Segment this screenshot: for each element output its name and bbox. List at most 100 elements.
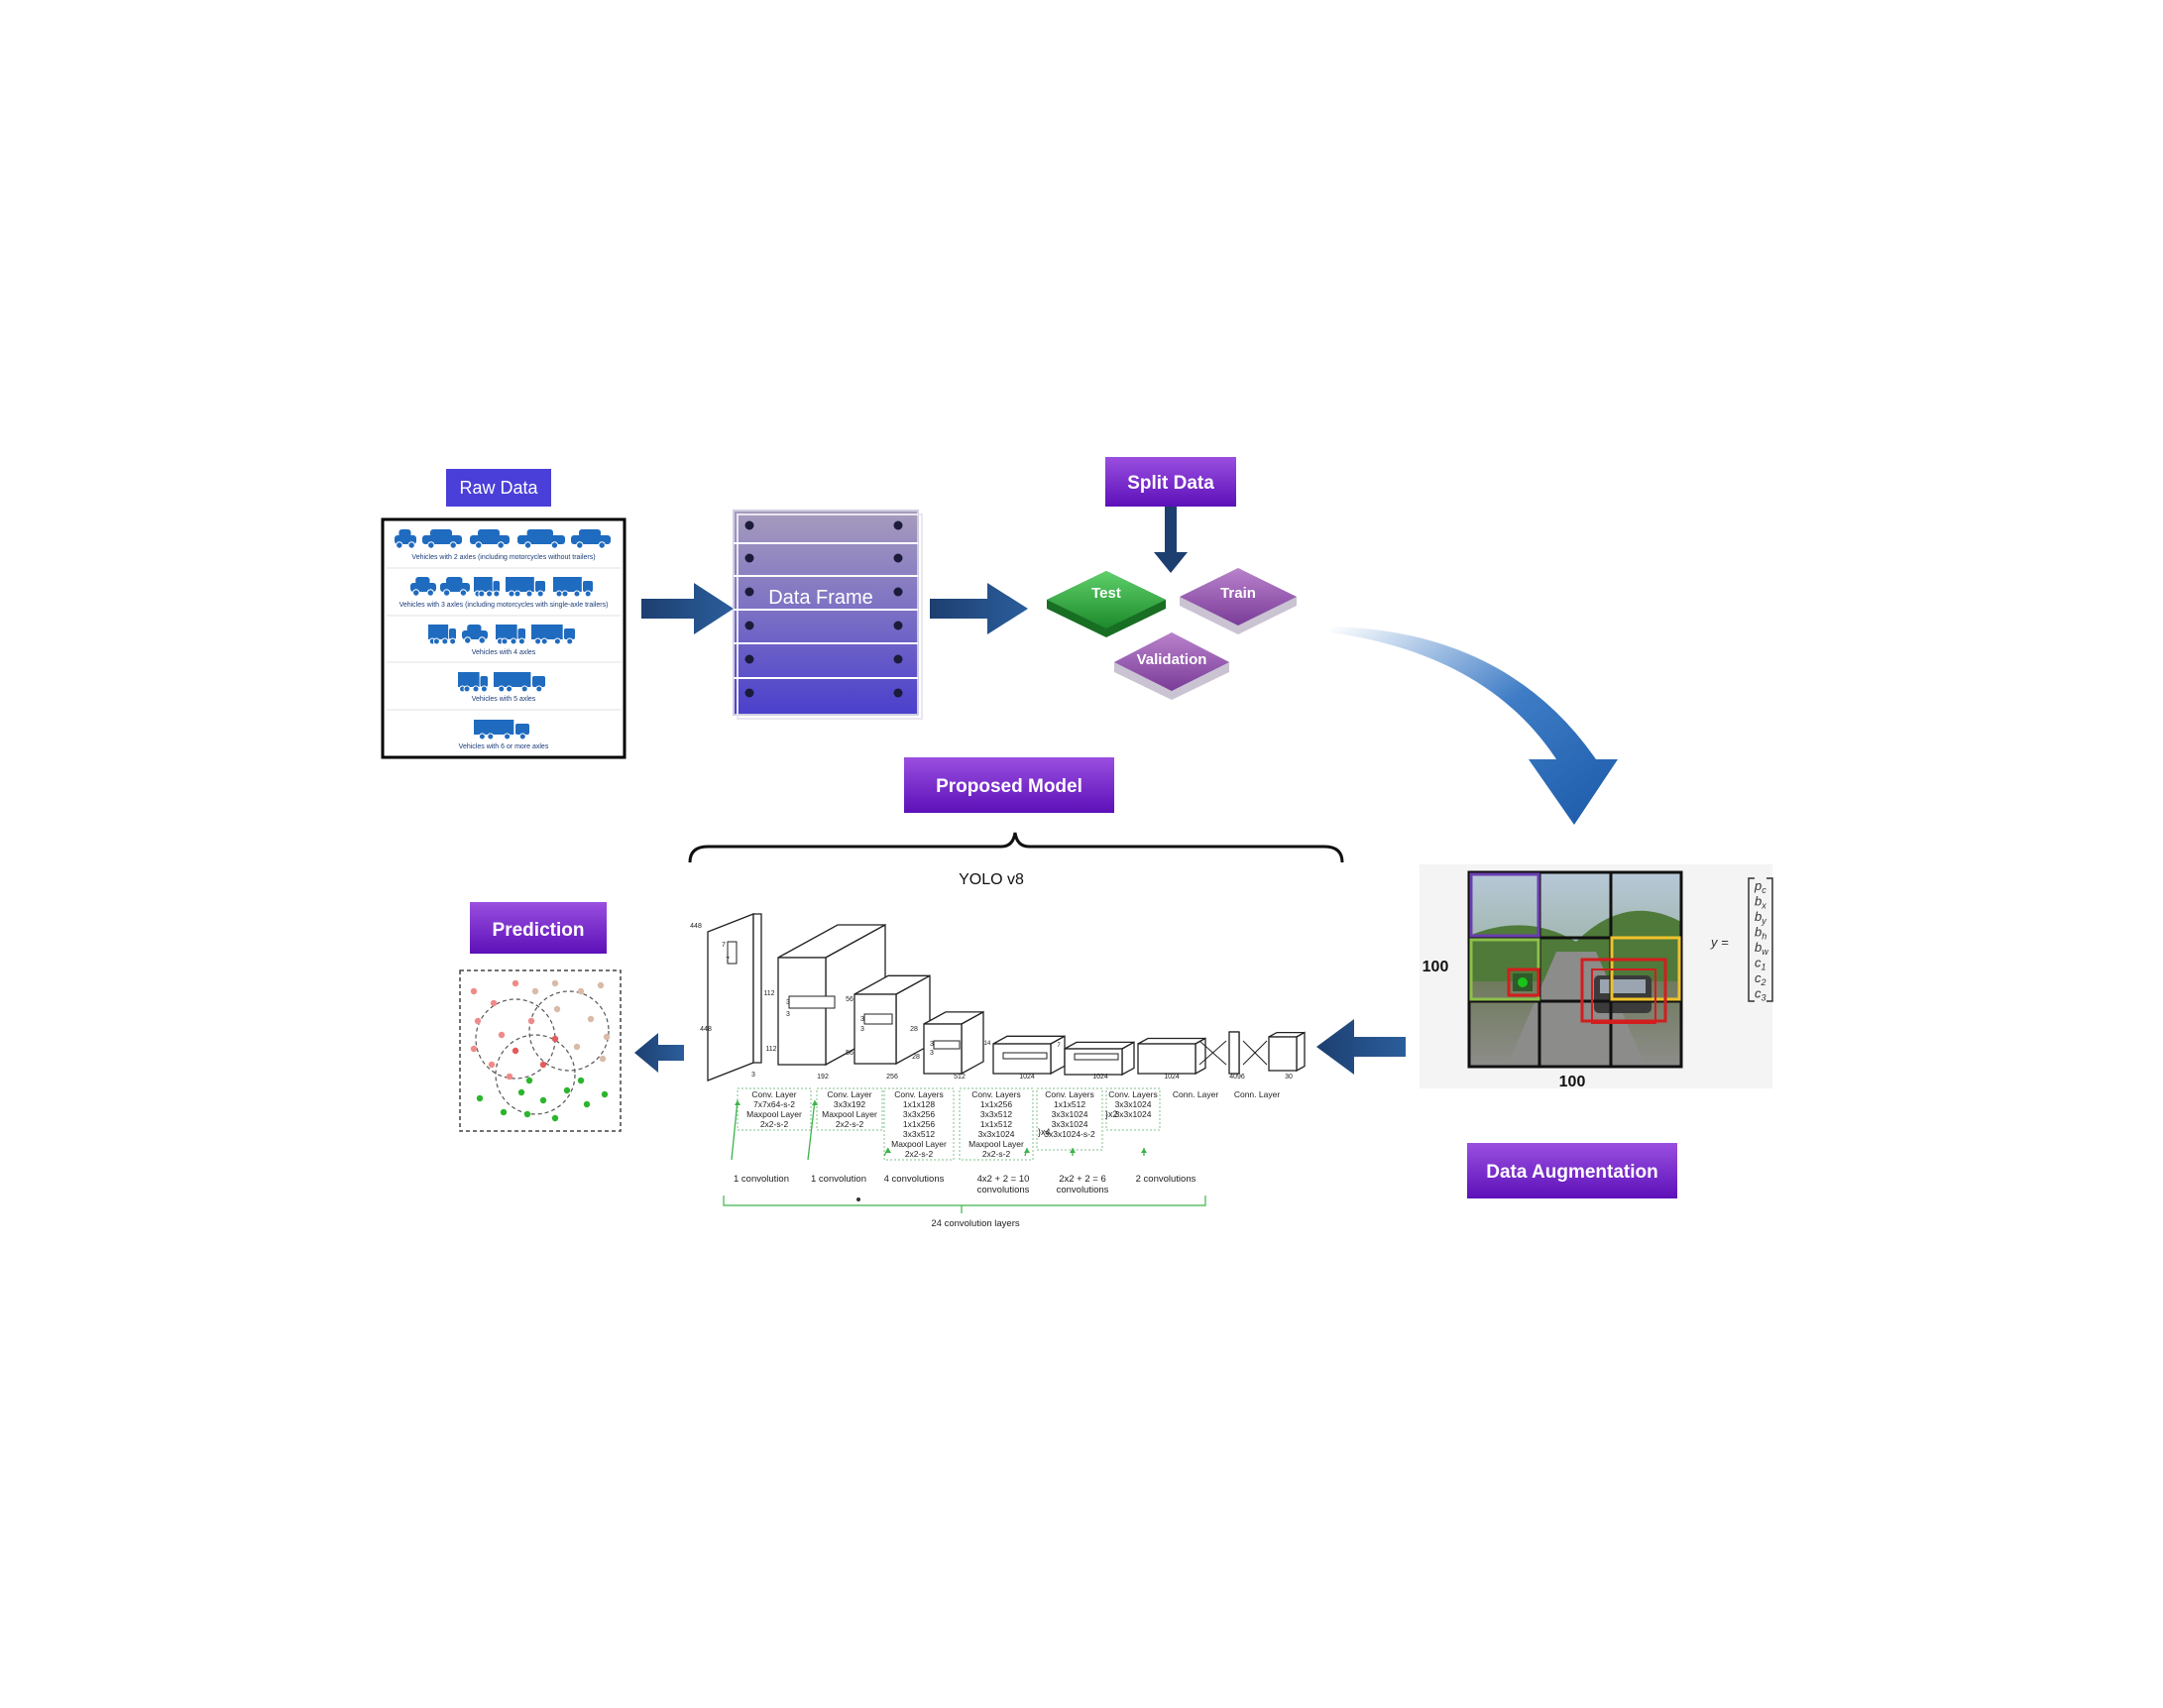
layer-desc-box: [959, 1087, 1034, 1161]
layer-desc-text: Conv. Layer: [827, 1089, 871, 1099]
vehicle-icon: [571, 529, 611, 549]
prediction-plot: [459, 969, 622, 1132]
vehicle-icon: [531, 625, 575, 645]
dimension-label: 448: [700, 1026, 712, 1033]
layer-desc-text: 1x1x256: [980, 1099, 1012, 1109]
train-diamond: Train: [1180, 568, 1297, 634]
layer-desc-text: 3x3x512: [980, 1109, 1012, 1119]
kernel-label: 3: [930, 1050, 934, 1057]
channel-label: 512: [954, 1074, 966, 1081]
repeat-label: }x4: [1038, 1127, 1051, 1137]
dimension-label: 56: [846, 1050, 854, 1057]
augmented-image: [1467, 870, 1683, 1069]
model-brace: [688, 832, 1344, 863]
kernel-box: [863, 1013, 893, 1025]
dimension-label: 3: [751, 1072, 755, 1079]
conv-block-6: [1137, 1037, 1206, 1076]
fc-connector: [1242, 1040, 1268, 1066]
dimension-label: 14: [984, 1041, 991, 1047]
prediction-points: [470, 979, 611, 1122]
dimension-label: 112: [765, 1046, 776, 1053]
layer-desc-text: Maxpool Layer: [891, 1139, 947, 1149]
prediction-point: [553, 1005, 561, 1013]
split-down-arrow: [1154, 507, 1188, 573]
channel-label: 1024: [1164, 1074, 1180, 1081]
layer-desc-box: [816, 1087, 883, 1131]
prediction-point: [470, 987, 478, 995]
vehicle-caption: Vehicles with 2 axles (including motorcy…: [411, 554, 595, 561]
layer-desc-box: [737, 1087, 812, 1131]
kernel-label: 3: [930, 1041, 934, 1048]
prediction-title: Prediction: [493, 920, 585, 941]
proposed-model-title: Proposed Model: [936, 776, 1082, 797]
prediction-point: [563, 1086, 571, 1094]
total-conv-label: 24 convolution layers: [931, 1218, 1019, 1229]
layer-desc-text: 2x2-s-2: [982, 1149, 1011, 1159]
conv-count-label: 2x2 + 2 = 6: [1059, 1174, 1106, 1185]
vehicle-icon: [458, 672, 488, 693]
vehicle-icon: [494, 672, 545, 693]
conv-count-label: convolutions: [1057, 1185, 1109, 1196]
prediction-point: [523, 1110, 531, 1118]
bounding-box: [1591, 968, 1656, 1024]
kernel-label: 3: [860, 1016, 864, 1023]
prediction-point: [498, 1031, 506, 1039]
vehicle-icon: [496, 625, 525, 645]
prediction-point: [517, 1088, 525, 1096]
fc-connector: [1198, 1040, 1227, 1066]
vehicle-icon: [506, 577, 545, 598]
data-augmentation-badge: [1467, 1143, 1677, 1198]
vehicle-icon: [440, 577, 470, 597]
conv-count-label: 1 convolution: [734, 1174, 789, 1185]
prediction-point: [551, 979, 559, 987]
layer-desc-text: Conv. Layer: [751, 1089, 796, 1099]
vehicle-icon: [474, 720, 529, 740]
conv-arrow: [731, 1099, 739, 1161]
dimension-label: 112: [763, 990, 774, 997]
split-data-badge: [1105, 457, 1236, 507]
vehicle-icons: [395, 529, 611, 740]
raw-data-badge: [446, 469, 551, 507]
prediction-point: [583, 1100, 591, 1108]
layer-desc-text: 3x3x192: [834, 1099, 865, 1109]
kernel-box: [933, 1040, 961, 1050]
conv-count-label: 4x2 + 2 = 10: [977, 1174, 1030, 1185]
conv-count-label: 1 convolution: [811, 1174, 866, 1185]
layer-desc-text: 1x1x512: [980, 1119, 1012, 1129]
arrow-frame-to-split: [930, 583, 1028, 634]
dimension-label: 28: [910, 1026, 918, 1033]
prediction-point: [597, 981, 605, 989]
kernel-label: 7: [726, 957, 730, 964]
input-layer: [707, 913, 762, 1082]
curved-arrow-to-augmentation: [1330, 626, 1618, 825]
test-label: Test: [1091, 585, 1121, 602]
prediction-badge: [470, 902, 607, 954]
layer-desc-text: 3x3x1024-s-2: [1044, 1129, 1095, 1139]
conv-arrow: [807, 1099, 816, 1161]
prediction-point: [490, 999, 498, 1007]
dimension-label: 56: [846, 996, 854, 1003]
layer-desc-text: Conv. Layers: [971, 1089, 1020, 1099]
conv-count-label: 4 convolutions: [884, 1174, 945, 1185]
prediction-point: [527, 1017, 535, 1025]
prediction-point: [539, 1061, 547, 1069]
validation-diamond: Validation: [1114, 632, 1229, 700]
kernel-label: 3: [860, 1026, 864, 1033]
proposed-model-badge: [904, 757, 1114, 813]
layer-desc-text: 3x3x512: [903, 1129, 935, 1139]
conv-count-label: convolutions: [977, 1185, 1030, 1196]
layer-desc-box: [1036, 1087, 1103, 1151]
prediction-point: [573, 1043, 581, 1051]
prediction-point: [470, 1045, 478, 1053]
total-brace: [723, 1196, 1206, 1206]
vehicle-icon: [410, 577, 436, 597]
proposed-model-group: Proposed Model YOLO v8 44844831121125656…: [688, 757, 1344, 1229]
layer-desc-text: Conv. Layers: [894, 1089, 943, 1099]
layer-desc-text: 2x2-s-2: [760, 1119, 789, 1129]
raw-data-title: Raw Data: [459, 478, 538, 498]
arrow-augmentation-to-model: [1316, 1019, 1406, 1075]
prediction-point: [531, 987, 539, 995]
prediction-point: [603, 1033, 611, 1041]
